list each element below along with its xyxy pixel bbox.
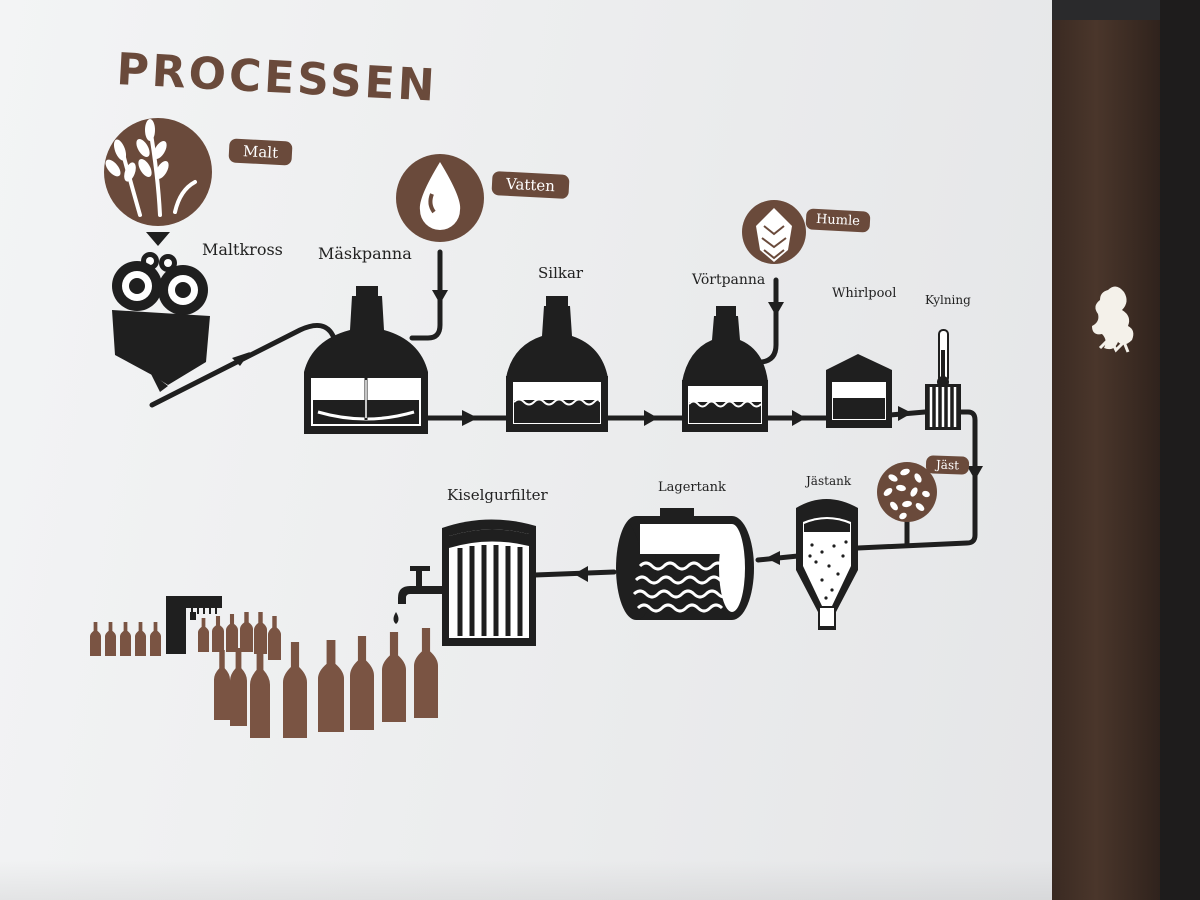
bottle-icon — [250, 646, 270, 738]
bottle-icon — [414, 628, 438, 718]
floor-shadow — [0, 860, 1060, 900]
arrow-icon — [432, 290, 448, 304]
bottle-icon — [350, 636, 374, 730]
bottle-icon — [198, 618, 209, 652]
ingredient-water-label: Vatten — [491, 171, 570, 199]
flow-arrows — [232, 290, 983, 582]
whirlpool-vessel — [826, 354, 892, 428]
pipe-hops — [759, 277, 779, 365]
silkar-vessel — [506, 296, 608, 432]
step-silkar: Silkar — [538, 264, 584, 282]
step-kiselgurfilter: Kiselgurfilter — [447, 486, 548, 504]
lion-crest-icon — [1092, 286, 1134, 353]
kylning-cooler — [925, 329, 961, 430]
water-drop-icon — [396, 154, 484, 242]
hop-cone-icon — [742, 200, 806, 264]
pipe-water — [409, 249, 443, 341]
drop-icon — [393, 612, 399, 624]
bottle-icon — [240, 612, 253, 652]
bottle-icon — [382, 632, 406, 722]
arrow-icon — [232, 352, 250, 366]
tap-icon — [398, 586, 442, 604]
bottle-icon — [90, 622, 101, 656]
arrow-icon — [574, 566, 588, 582]
wooden-pillar — [1052, 20, 1162, 900]
jastank-vessel — [796, 499, 858, 630]
bottle-icon — [230, 648, 247, 726]
bottle-icon — [120, 622, 131, 656]
bottle-icon — [254, 612, 267, 654]
kiselgurfilter-vessel — [393, 519, 536, 646]
lagertank-vessel — [616, 508, 754, 620]
arrow-icon — [898, 406, 912, 421]
maltkross-machine — [112, 252, 210, 392]
bottle-icon — [283, 642, 307, 738]
bottle-icon — [150, 622, 161, 656]
yeast-icon — [877, 462, 937, 522]
arrow-icon — [792, 410, 806, 426]
step-vortpanna: Vörtpanna — [692, 272, 766, 288]
step-maskpanna: Mäskpanna — [318, 244, 412, 263]
vortpanna-vessel — [682, 306, 768, 432]
arrow-icon — [967, 466, 983, 480]
step-maltkross: Maltkross — [202, 240, 283, 259]
bottle-icon — [212, 616, 224, 652]
bottle-icon — [135, 622, 146, 656]
maskpanna-vessel — [304, 286, 428, 434]
arrow-icon — [766, 551, 780, 565]
step-lagertank: Lagertank — [658, 480, 726, 495]
doorway-shadow — [1160, 0, 1200, 900]
bottling-line — [90, 596, 438, 738]
bottle-icon — [214, 650, 230, 720]
ingredient-hops-label: Humle — [805, 208, 871, 233]
step-jastank: Jästank — [806, 474, 852, 488]
wheat-icon — [104, 118, 212, 246]
down-arrow-icon — [146, 232, 170, 246]
ingredient-yeast-label: Jäst — [925, 455, 970, 475]
arrow-icon — [768, 302, 784, 316]
arrow-icon — [462, 410, 478, 426]
pipe-7 — [532, 569, 617, 578]
step-whirlpool: Whirlpool — [832, 286, 897, 301]
bottle-icon — [105, 622, 116, 656]
ingredient-malt-label: Malt — [228, 138, 293, 166]
bottle-icon — [226, 614, 238, 652]
arrow-icon — [644, 410, 658, 426]
bottle-icon — [268, 616, 281, 660]
bottle-icon — [318, 640, 344, 732]
step-kylning: Kylning — [925, 293, 971, 307]
